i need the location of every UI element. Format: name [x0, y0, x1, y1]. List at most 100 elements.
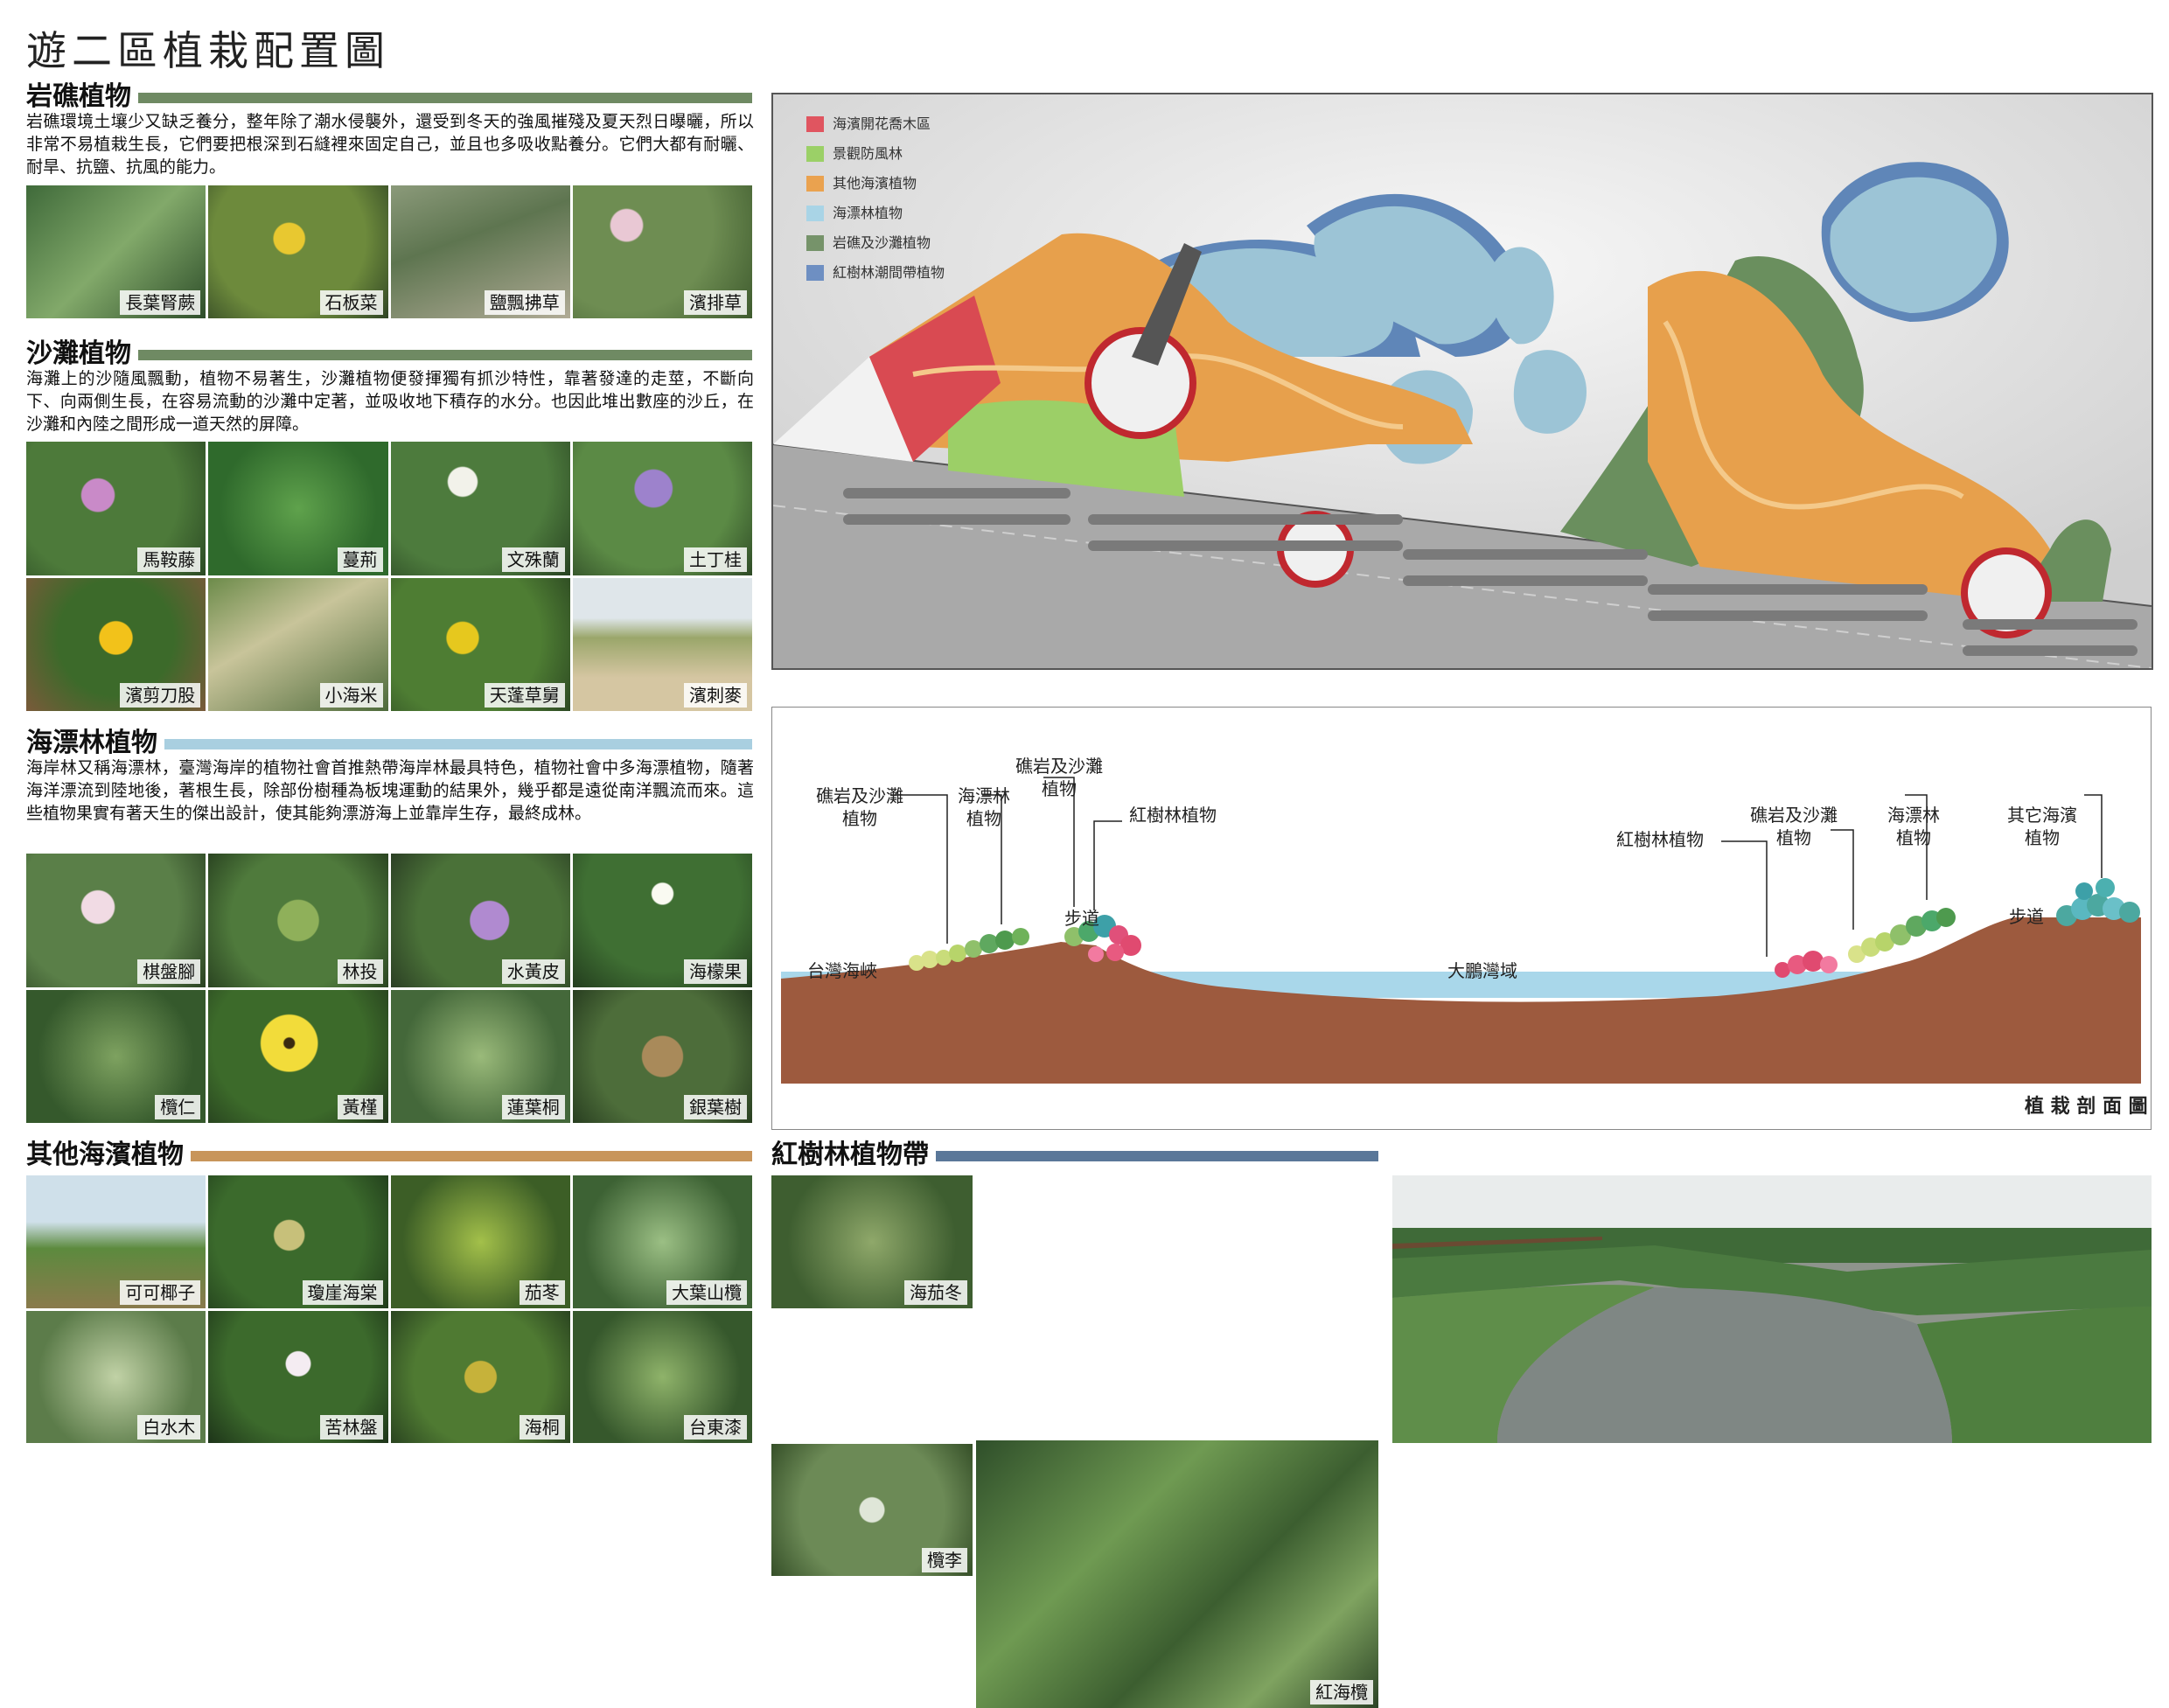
plant-label: 大葉山欖: [666, 1279, 747, 1305]
plant-label: 長葉腎蕨: [120, 290, 201, 315]
legend-swatch: [806, 176, 824, 192]
sand-description: 海灘上的沙隨風飄動，植物不易著生，沙灘植物便發揮獨有抓沙特性，靠著發達的走莖，不…: [26, 369, 754, 434]
plant-label: 濱排草: [684, 290, 747, 315]
plant-label: 欖李: [922, 1548, 967, 1572]
section-callout: 礁岩及沙灘 植物: [1750, 805, 1838, 848]
legend-label: 海漂林植物: [833, 205, 903, 221]
planting-section-diagram: 台灣海峽 大鵬灣域 步道 步道 礁岩及沙灘 植物 海漂林 植物 礁岩及沙灘 植物…: [771, 707, 2152, 1130]
plant-label: 水黃皮: [501, 959, 565, 984]
section-label-strait: 台灣海峽: [807, 960, 877, 981]
legend-swatch: [806, 146, 824, 162]
other-section-title: 其他海濱植物: [26, 1140, 191, 1170]
plant-photo: 瓊崖海棠: [208, 1175, 388, 1308]
drift-description: 海岸林又稱海漂林，臺灣海岸的植物社會首推熱帶海岸林最具特色，植物社會中多海漂植物…: [26, 758, 754, 823]
plant-photo: 可可椰子: [26, 1175, 206, 1308]
plant-label: 台東漆: [684, 1415, 747, 1440]
section-callout: 海漂林 植物: [958, 785, 1010, 829]
drift-photo-grid: 棋盤腳 林投 水黃皮 海檬果 欖仁 黃槿 蓮葉桐 銀葉樹: [26, 854, 752, 1123]
plant-label: 棋盤腳: [137, 959, 201, 984]
plant-label: 海茄冬: [904, 1280, 967, 1305]
section-callout: 紅樹林植物: [1129, 805, 1217, 826]
plant-label: 茄苳: [519, 1279, 565, 1305]
site-plan-map: [771, 93, 2153, 670]
rock-section-bar: [26, 93, 752, 103]
plant-label: 濱剪刀股: [120, 683, 201, 708]
legend-swatch: [806, 265, 824, 281]
plant-label: 石板菜: [319, 290, 383, 315]
plant-photo: 濱刺麥: [572, 577, 752, 711]
plant-photo: 大葉山欖: [572, 1175, 752, 1308]
other-section-header: 其他海濱植物: [26, 1140, 752, 1170]
mangrove-landscape-photo: [1392, 1175, 2152, 1443]
section-callout: 礁岩及沙灘 植物: [1015, 756, 1103, 799]
sand-section-header: 沙灘植物: [26, 339, 752, 369]
plant-photo: 文殊蘭: [390, 442, 570, 575]
plant-photo: 欖仁: [26, 989, 206, 1123]
plant-label: 海桐: [519, 1415, 565, 1440]
plant-photo: 黃槿: [208, 989, 388, 1123]
sand-section-title: 沙灘植物: [26, 339, 138, 369]
plant-photo: 濱剪刀股: [26, 577, 206, 711]
plant-photo: 馬鞍藤: [26, 442, 206, 575]
plant-photo: 長葉腎蕨: [26, 185, 206, 318]
plant-photo: 蔓荊: [208, 442, 388, 575]
plant-photo: 濱排草: [572, 185, 752, 318]
section-label-walkway-left: 步道: [1064, 908, 1099, 929]
plant-photo: 棋盤腳: [26, 854, 206, 987]
rock-section-header: 岩礁植物: [26, 82, 752, 112]
legend-label: 其他海濱植物: [833, 175, 917, 192]
section-callout: 礁岩及沙灘 植物: [816, 785, 903, 829]
section-callout: 紅樹林植物: [1616, 829, 1704, 850]
landscape-illustration: [1392, 1175, 2152, 1443]
plant-label: 可可椰子: [120, 1279, 201, 1305]
plant-label: 馬鞍藤: [137, 547, 201, 572]
plant-label: 白水木: [137, 1415, 201, 1440]
plant-photo: 水黃皮: [390, 854, 570, 987]
rock-section-title: 岩礁植物: [26, 82, 138, 112]
plant-label: 黃槿: [337, 1095, 383, 1119]
plant-photo: 土丁桂: [572, 442, 752, 575]
plant-label: 天蓬草舅: [484, 683, 565, 708]
section-callout: 海漂林 植物: [1887, 805, 1940, 848]
sand-photo-grid: 馬鞍藤 蔓荊 文殊蘭 土丁桂 濱剪刀股 小海米 天蓬草舅 濱刺麥: [26, 442, 752, 711]
plant-label: 林投: [337, 959, 383, 984]
site-plan-drawing: [773, 94, 2152, 668]
other-section-bar: [26, 1151, 752, 1161]
plant-label: 蔓荊: [337, 547, 383, 572]
drift-section-header: 海漂林植物: [26, 729, 752, 758]
plant-photo: 蓮葉桐: [390, 989, 570, 1123]
plant-photo: 天蓬草舅: [390, 577, 570, 711]
plant-label: 小海米: [319, 683, 383, 708]
plant-photo: 海檬果: [572, 854, 752, 987]
mangrove-section-title: 紅樹林植物帶: [771, 1140, 936, 1170]
plant-photo: 欖李: [771, 1444, 973, 1576]
legend-label: 岩礁及沙灘植物: [833, 234, 931, 251]
plant-photo: 紅海欖: [976, 1440, 1378, 1708]
drift-section-bar: [26, 739, 752, 749]
plant-label: 土丁桂: [684, 547, 747, 572]
plant-photo: 海桐: [390, 1310, 570, 1443]
sand-section-bar: [26, 350, 752, 360]
legend-label: 紅樹林潮間帶植物: [833, 264, 945, 281]
plant-label: 海檬果: [684, 959, 747, 984]
plant-label: 蓮葉桐: [501, 1095, 565, 1119]
plant-photo: 海茄冬: [771, 1175, 973, 1308]
section-label-walkway-right: 步道: [2009, 906, 2044, 927]
legend-swatch: [806, 235, 824, 251]
plant-label: 文殊蘭: [501, 547, 565, 572]
plant-photo: 石板菜: [208, 185, 388, 318]
plant-photo: 鹽飄拂草: [390, 185, 570, 318]
plant-label: 鹽飄拂草: [484, 290, 565, 315]
plant-label: 濱刺麥: [684, 683, 747, 708]
section-callout: 其它海濱 植物: [2007, 805, 2077, 848]
legend-swatch: [806, 206, 824, 221]
plant-photo: 林投: [208, 854, 388, 987]
legend-swatch: [806, 116, 824, 132]
plant-photo: 台東漆: [572, 1310, 752, 1443]
legend-label: 景觀防風林: [833, 145, 903, 162]
plant-photo: 小海米: [208, 577, 388, 711]
other-photo-grid: 可可椰子 瓊崖海棠 茄苳 大葉山欖 白水木 苦林盤 海桐 台東漆: [26, 1175, 752, 1443]
plant-label: 紅海欖: [1310, 1680, 1373, 1705]
plant-label: 銀葉樹: [684, 1095, 747, 1119]
plant-label: 瓊崖海棠: [302, 1279, 383, 1305]
